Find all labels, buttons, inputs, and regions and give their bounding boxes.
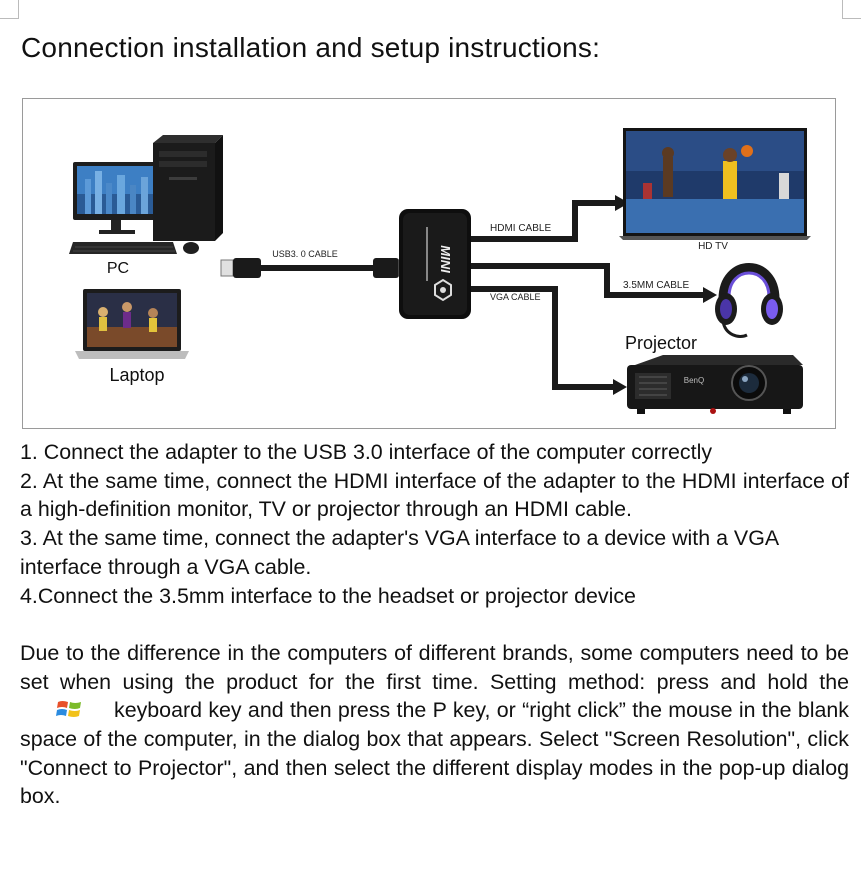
projector-label: Projector	[625, 333, 697, 353]
instructions-text: 1. Connect the adapter to the USB 3.0 in…	[20, 438, 849, 811]
hd-tv-label: HD TV	[698, 241, 728, 252]
page-title: Connection installation and setup instru…	[21, 32, 600, 64]
usb-cable-label: USB3. 0 CABLE	[272, 249, 338, 259]
pc-tower	[153, 135, 223, 241]
adapter-brand-label: MINI	[438, 245, 453, 273]
hd-tv-illustration: HD TV	[619, 128, 811, 252]
instruction-step-2: 2. At the same time, connect the HDMI in…	[20, 467, 849, 524]
instruction-step-4: 4.Connect the 3.5mm interface to the hea…	[20, 582, 849, 611]
adapter-device: MINI	[399, 209, 471, 319]
note-text-after-key: keyboard key and then press the P key, o…	[20, 698, 849, 808]
projector-illustration: Projector BenQ	[625, 333, 803, 414]
crop-mark-top-left	[0, 0, 19, 19]
crop-mark-top-right	[842, 0, 861, 19]
display-setup-note: Due to the difference in the computers o…	[20, 639, 849, 811]
vga-cable	[471, 289, 627, 395]
usb-cable: USB3. 0 CABLE	[221, 249, 409, 278]
projector-brand-label: BenQ	[684, 376, 704, 385]
paragraph-spacer	[20, 610, 849, 639]
pc-mouse	[183, 242, 199, 254]
usb-plug-left	[221, 260, 233, 276]
laptop-illustration: Laptop	[75, 289, 189, 385]
windows-logo-icon	[56, 698, 82, 720]
vga-cable-label: VGA CABLE	[490, 292, 541, 302]
laptop-label: Laptop	[109, 365, 164, 385]
pc-monitor	[73, 162, 161, 234]
hdmi-cable-label: HDMI CABLE	[490, 223, 551, 234]
headset-illustration	[715, 268, 783, 337]
pc-label: PC	[107, 260, 129, 277]
pc-illustration: PC	[69, 135, 223, 277]
instruction-step-1: 1. Connect the adapter to the USB 3.0 in…	[20, 438, 849, 467]
instruction-step-3: 3. At the same time, connect the adapter…	[20, 524, 849, 581]
note-text-before-key: Due to the difference in the computers o…	[20, 641, 849, 694]
audio-cable-label: 3.5MM CABLE	[623, 280, 689, 291]
pc-keyboard	[69, 242, 177, 254]
connection-diagram: PC Laptop USB3. 0 CABLE HDMI CABLE 3.5MM…	[22, 98, 836, 429]
